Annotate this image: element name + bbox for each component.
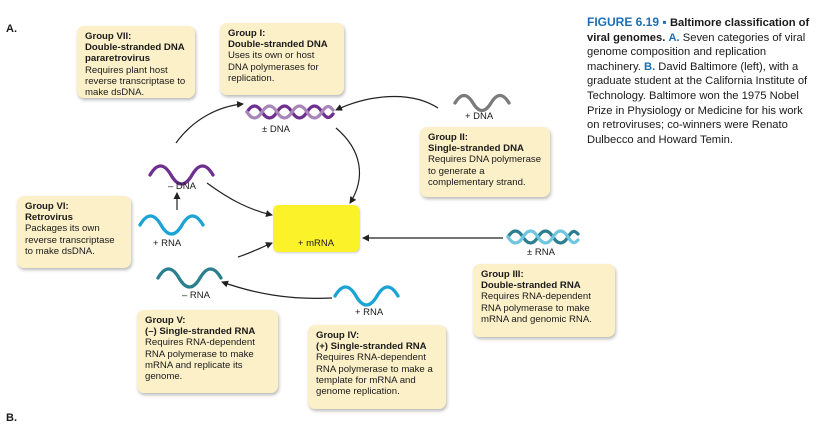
arrow-minus-rna-to-mrna bbox=[237, 242, 273, 258]
panel-label-b: B. bbox=[6, 412, 17, 424]
group-iii-title: Group III: bbox=[481, 269, 524, 280]
group-v-title: Group V: bbox=[145, 315, 186, 326]
group-i-box: Group I: Double-stranded DNA Uses its ow… bbox=[220, 23, 344, 95]
caption-separator: ▪ bbox=[659, 15, 670, 29]
group-vi-subtitle: Retrovirus bbox=[25, 212, 73, 224]
group-v-subtitle: (–) Single-stranded RNA bbox=[145, 326, 256, 338]
caption-part-b-text: David Baltimore (left), with a graduate … bbox=[587, 60, 808, 146]
group-vi-title: Group VI: bbox=[25, 201, 69, 212]
group-ii-subtitle: Single-stranded DNA bbox=[428, 143, 524, 155]
caption-title: Baltimore classification of viral genome… bbox=[587, 17, 810, 44]
group-iv-title: Group IV: bbox=[316, 330, 360, 341]
group-iv-subtitle: (+) Single-stranded RNA bbox=[316, 341, 427, 353]
arrow-plus-rna-to-minus-rna bbox=[221, 280, 333, 299]
panel-label-a: A. bbox=[6, 23, 17, 35]
group-iii-subtitle: Double-stranded RNA bbox=[481, 280, 581, 292]
arrow-minus-dna-to-mrna bbox=[206, 182, 273, 218]
ds-dna-label: ± DNA bbox=[262, 124, 290, 135]
group-i-desc: Uses its own or host DNA polymerases for… bbox=[228, 50, 319, 84]
plus-dna-label: + DNA bbox=[465, 111, 494, 122]
group-vii-subtitle: Double-stranded DNA pararetrovirus bbox=[85, 42, 185, 65]
group-iii-desc: Requires RNA-dependent RNA polymerase to… bbox=[481, 291, 592, 325]
arrow-plus-dna-to-ds-dna bbox=[335, 95, 439, 111]
group-vii-box: Group VII: Double-stranded DNA pararetro… bbox=[77, 26, 195, 98]
mrna-box bbox=[273, 205, 359, 252]
wave-strand-icon bbox=[453, 93, 511, 113]
arrows bbox=[173, 95, 503, 299]
group-i-subtitle: Double-stranded DNA bbox=[228, 39, 328, 51]
group-vii-desc: Requires plant host reverse transcriptas… bbox=[85, 64, 186, 99]
wave-strand-icon bbox=[156, 267, 223, 289]
double-helix-icon bbox=[245, 104, 335, 120]
group-i-title: Group I: bbox=[228, 28, 266, 39]
arrow-minus-dna-to-ds-dna bbox=[175, 101, 244, 144]
ds-rna-label: ± RNA bbox=[527, 247, 555, 258]
group-vi-box: Group VI: Retrovirus Packages its own re… bbox=[17, 196, 131, 268]
group-iii-box: Group III: Double-stranded RNA Requires … bbox=[473, 264, 615, 337]
mrna-label: + mRNA bbox=[297, 238, 335, 249]
plus-rna-left-label: + RNA bbox=[153, 238, 182, 249]
figure-caption: FIGURE 6.19 ▪ Baltimore classification o… bbox=[587, 15, 817, 147]
minus-dna-label: – DNA bbox=[168, 181, 196, 192]
wave-strand-icon bbox=[138, 214, 205, 236]
arrow-ds-dna-to-mrna bbox=[335, 127, 361, 204]
group-vi-desc: Packages its own reverse transcriptase t… bbox=[25, 223, 115, 257]
minus-rna-label: – RNA bbox=[182, 290, 210, 301]
group-ii-box: Group II: Single-stranded DNA Requires D… bbox=[420, 127, 550, 197]
group-v-desc: Requires RNA-dependent RNA polymerase to… bbox=[145, 337, 255, 383]
wave-strand-icon bbox=[333, 285, 400, 307]
group-vii-title: Group VII: bbox=[85, 31, 132, 42]
double-helix-icon bbox=[506, 229, 580, 245]
group-iv-desc: Requires RNA-dependent RNA polymerase to… bbox=[316, 352, 433, 398]
caption-part-a-label: A. bbox=[668, 31, 680, 44]
caption-part-a-text: Seven categories of viral genome composi… bbox=[587, 31, 806, 73]
group-iv-box: Group IV: (+) Single-stranded RNA Requir… bbox=[308, 325, 446, 409]
plus-rna-bottom-label: + RNA bbox=[355, 307, 384, 318]
caption-part-b-label: B. bbox=[640, 60, 656, 73]
group-ii-title: Group II: bbox=[428, 132, 468, 143]
group-v-box: Group V: (–) Single-stranded RNA Require… bbox=[137, 310, 278, 393]
wave-strand-icon bbox=[148, 164, 215, 186]
figure-number: FIGURE 6.19 bbox=[587, 15, 660, 29]
group-ii-desc: Requires DNA polymerase to generate a co… bbox=[428, 154, 542, 188]
